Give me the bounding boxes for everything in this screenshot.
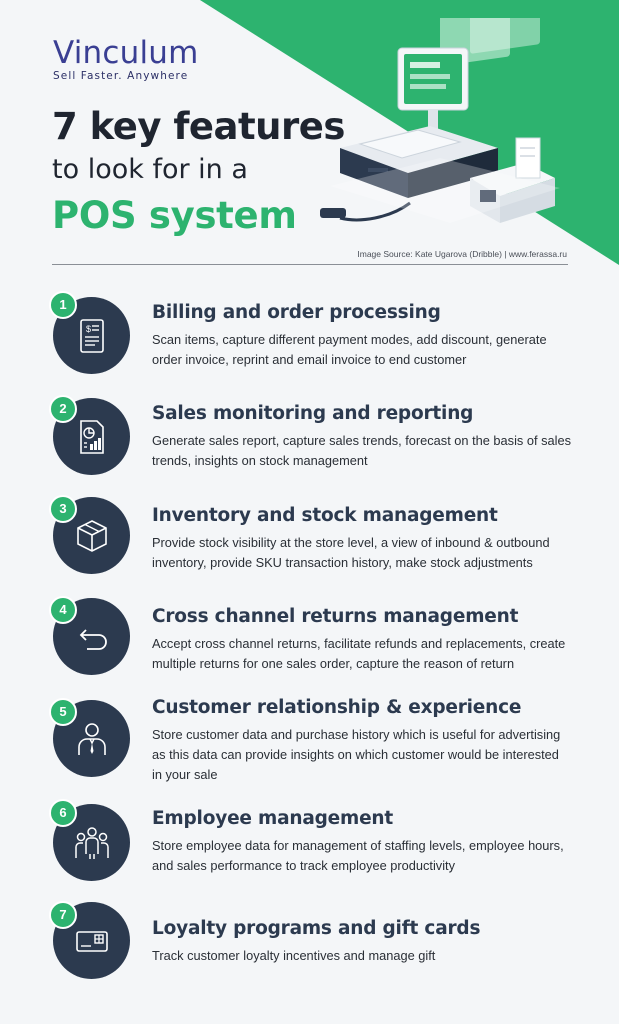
feature-description: Store customer data and purchase history… — [152, 727, 561, 782]
box-icon — [77, 520, 107, 552]
title-line-1: 7 key features — [52, 105, 345, 148]
feature-number-badge: 5 — [49, 698, 77, 726]
feature-number-badge: 1 — [49, 291, 77, 319]
feature-number-badge: 2 — [49, 395, 77, 423]
feature-title: Cross channel returns management — [152, 606, 519, 627]
pos-terminal-illustration — [320, 18, 560, 223]
brand-tagline: Sell Faster. Anywhere — [53, 70, 189, 82]
feature-title: Sales monitoring and reporting — [152, 403, 474, 424]
feature-description: Provide stock visibility at the store le… — [152, 535, 550, 570]
svg-text:$: $ — [86, 324, 91, 334]
employees-icon — [75, 827, 109, 859]
invoice-icon: $ — [80, 319, 104, 353]
customer-icon — [78, 723, 106, 755]
feature-title: Employee management — [152, 808, 394, 829]
feature-description: Accept cross channel returns, facilitate… — [152, 636, 566, 671]
feature-description: Generate sales report, capture sales tre… — [152, 433, 571, 468]
feature-number-badge: 7 — [49, 901, 77, 929]
feature-description: Store employee data for management of st… — [152, 838, 564, 873]
report-chart-icon — [80, 420, 104, 454]
feature-description: Track customer loyalty incentives and ma… — [152, 948, 436, 963]
feature-title: Loyalty programs and gift cards — [152, 918, 481, 939]
feature-title: Customer relationship & experience — [152, 697, 522, 718]
brand-logo: Vinculum Sell Faster. Anywhere — [53, 35, 199, 83]
return-arrow-icon — [79, 629, 107, 650]
feature-number-badge: 6 — [49, 799, 77, 827]
feature-title: Inventory and stock management — [152, 505, 498, 526]
gift-card-icon — [76, 931, 108, 952]
header-divider — [52, 264, 568, 265]
title-line-3: POS system — [52, 194, 297, 237]
feature-number-badge: 4 — [49, 596, 77, 624]
feature-title: Billing and order processing — [152, 302, 441, 323]
feature-number-badge: 3 — [49, 495, 77, 523]
page-title: 7 key features to look for in a POS syst… — [52, 105, 345, 240]
title-line-2: to look for in a — [52, 154, 248, 185]
brand-name: Vinculum — [53, 35, 199, 71]
feature-description: Scan items, capture different payment mo… — [152, 332, 547, 367]
image-source-credit: Image Source: Kate Ugarova (Dribble) | w… — [357, 249, 567, 259]
